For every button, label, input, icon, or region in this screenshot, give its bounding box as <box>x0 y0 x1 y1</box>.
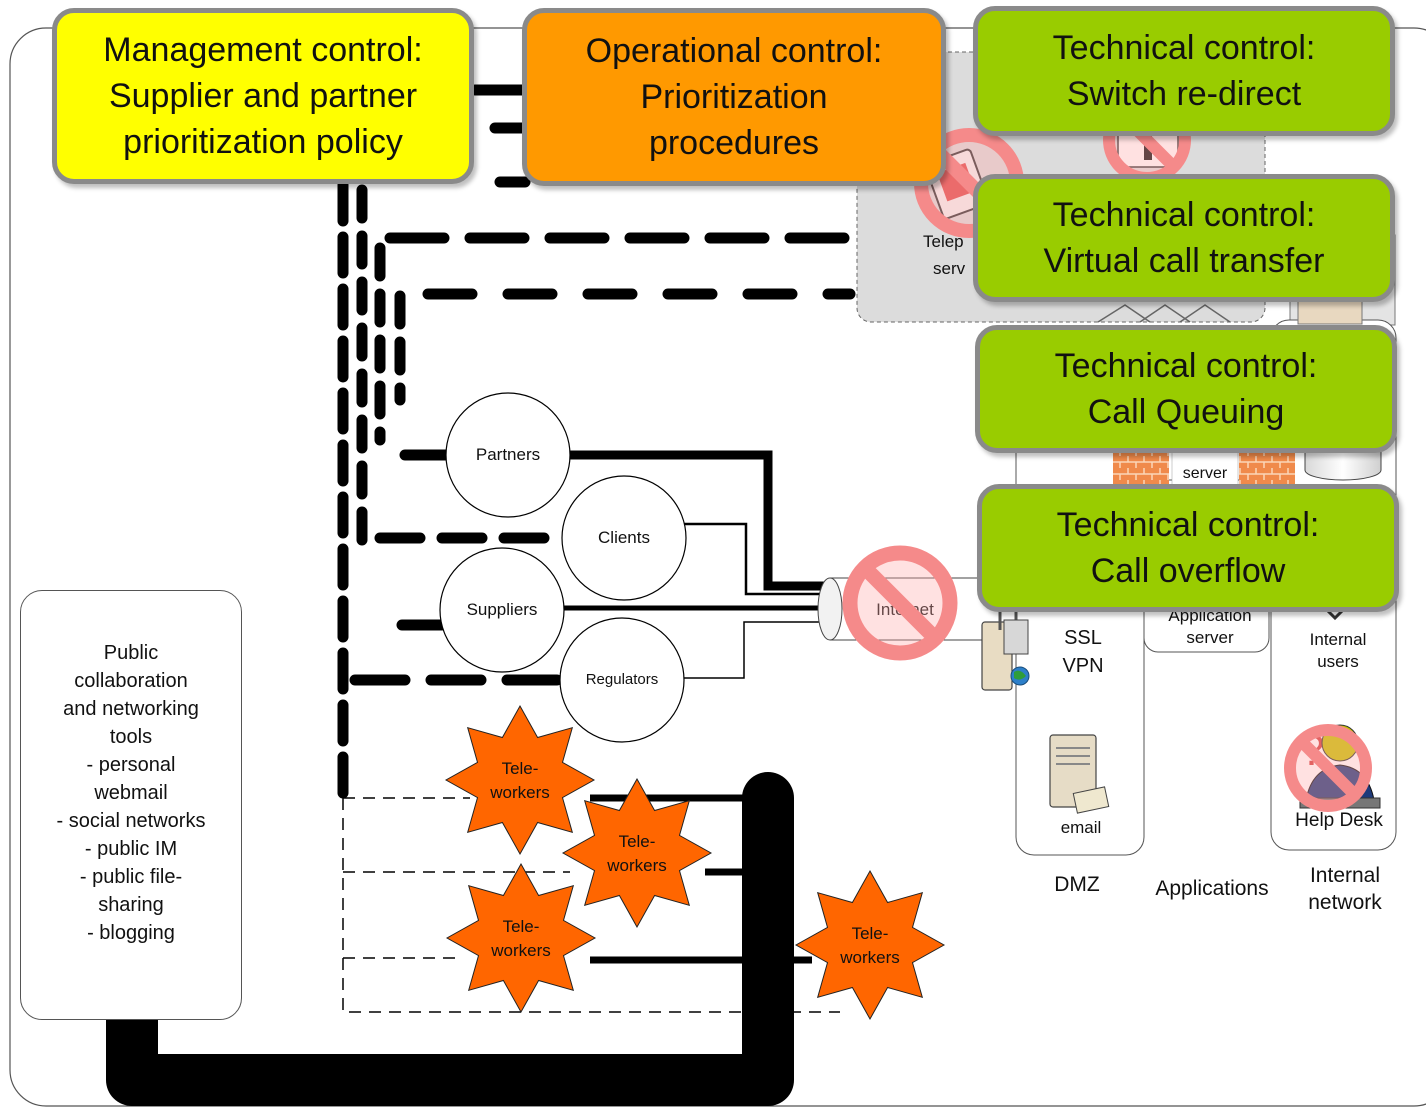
callout-line: prioritization policy <box>123 123 403 161</box>
switch-redirect-callout: Technical control: Switch re-direct <box>973 6 1395 136</box>
callout-line: Technical control: <box>1052 29 1316 67</box>
virtual-call-transfer-callout: Technical control: Virtual call transfer <box>973 174 1395 302</box>
callout-line: Prioritization <box>640 78 828 116</box>
teleworker-label: workers <box>839 948 900 967</box>
public-tools-box: Public collaboration and networking tool… <box>20 590 242 1020</box>
callout-line: Technical control: <box>1056 506 1320 544</box>
teleworker-stars: Tele-workersTele-workersTele-workersTele… <box>444 704 946 1021</box>
app-server-label2: server <box>1186 628 1234 647</box>
firewall-right <box>1239 450 1295 486</box>
backhaul-pipe <box>106 772 794 1106</box>
management-control-callout: Management control: Supplier and partner… <box>52 8 474 184</box>
server-label: server <box>1183 465 1228 482</box>
internal-network-label2: network <box>1308 891 1382 914</box>
public-tools-line: sharing <box>98 894 164 916</box>
telephony-label-partial: Telep <box>923 232 964 251</box>
callout-line: procedures <box>648 124 820 162</box>
internal-users-label1: Internal <box>1310 630 1367 649</box>
vpn-server-icon <box>981 602 1030 691</box>
clients-label: Clients <box>598 528 650 547</box>
dmz-label: DMZ <box>1054 873 1100 896</box>
server-label-box <box>1171 451 1239 487</box>
teleworker-label: workers <box>606 856 667 875</box>
public-tools-line: - blogging <box>87 922 175 944</box>
regulators-node <box>559 617 685 743</box>
vpn-label: VPN <box>1062 655 1103 677</box>
callout-line: Call Queuing <box>1087 393 1285 431</box>
suppliers-label: Suppliers <box>467 600 538 619</box>
public-tools-line: Public <box>103 642 159 664</box>
teleworker-label: Tele- <box>619 832 656 851</box>
teleworker-star <box>794 869 946 1021</box>
public-tools-line: - public file- <box>79 866 183 888</box>
callout-line: Supplier and partner <box>108 77 418 115</box>
help-desk-label: Help Desk <box>1295 810 1383 831</box>
router-stack-icon <box>1097 304 1231 323</box>
prohibited-internet-icon <box>842 545 958 661</box>
teleworker-star <box>445 862 597 1014</box>
database-icon <box>1304 452 1382 481</box>
partners-node <box>445 392 571 518</box>
clients-node <box>561 475 687 601</box>
teleworker-label: Tele- <box>502 759 539 778</box>
call-queuing-callout: Technical control: Call Queuing <box>975 325 1397 453</box>
prohibited-helpdesk-icon <box>1284 724 1372 812</box>
telephony-label-partial2: serv <box>933 259 966 278</box>
firewall-left <box>1113 450 1169 486</box>
ssl-label: SSL <box>1064 627 1102 649</box>
public-tools-line: - personal <box>86 754 176 776</box>
public-tools-line: and networking <box>63 698 199 720</box>
callout-line: Management control: <box>103 31 423 69</box>
partners-link <box>568 450 840 591</box>
operational-control-callout: Operational control: Prioritization proc… <box>522 8 946 186</box>
applications-label: Applications <box>1155 877 1268 900</box>
regulators-link <box>682 621 840 679</box>
clients-link <box>684 522 840 596</box>
suppliers-node <box>439 547 565 673</box>
regulators-label: Regulators <box>586 671 659 688</box>
teleworker-label: Tele- <box>852 924 889 943</box>
callout-line: Switch re-direct <box>1066 75 1302 113</box>
callout-line: Call overflow <box>1090 552 1286 590</box>
internet-cloud <box>817 577 1017 641</box>
teleworker-star <box>561 777 713 929</box>
desktop-icon <box>1297 299 1363 325</box>
partners-label: Partners <box>476 445 540 464</box>
callout-line: Operational control: <box>585 32 883 70</box>
email-server-icon <box>1049 734 1110 814</box>
public-tools-line: - public IM <box>84 838 178 860</box>
teleworker-label: workers <box>490 941 551 960</box>
email-label: email <box>1061 818 1102 837</box>
teleworker-label: Tele- <box>503 917 540 936</box>
teleworker-star <box>444 704 596 856</box>
call-overflow-callout: Technical control: Call overflow <box>977 484 1399 612</box>
teleworker-label: workers <box>489 783 550 802</box>
callout-line: Virtual call transfer <box>1043 242 1325 280</box>
callout-line: Technical control: <box>1052 196 1316 234</box>
teleworker-bracket <box>342 797 840 1013</box>
public-tools-line: collaboration <box>74 670 188 692</box>
public-tools-line: - social networks <box>56 810 206 832</box>
callout-line: Technical control: <box>1054 347 1318 385</box>
public-tools-line: webmail <box>94 782 168 804</box>
internal-network-label1: Internal <box>1310 864 1380 887</box>
internal-users-label2: users <box>1317 652 1359 671</box>
public-tools-line: tools <box>109 726 153 748</box>
